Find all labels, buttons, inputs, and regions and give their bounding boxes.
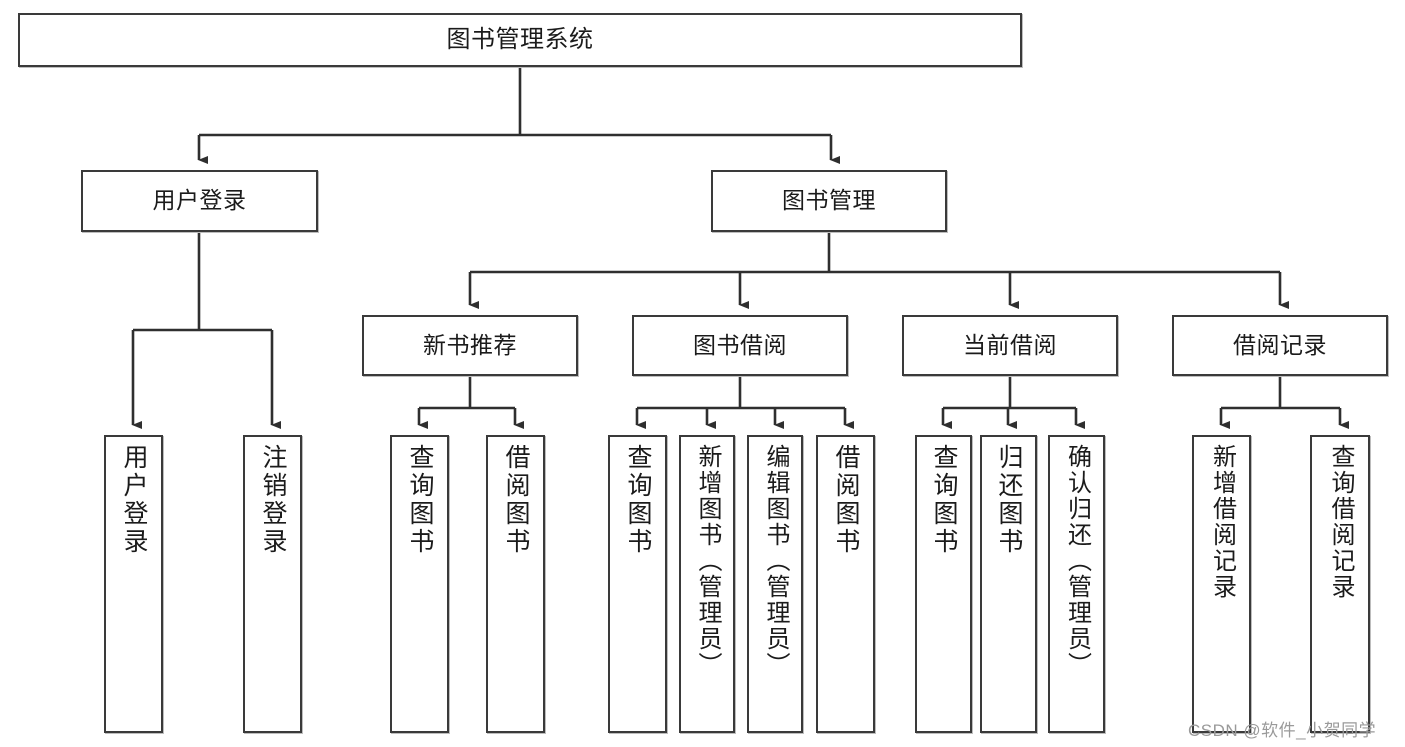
- node-leaf-confirm-return-label: 确认归还（管理员）: [1063, 444, 1091, 678]
- node-leaf-logout[interactable]: 注销登录: [243, 435, 302, 733]
- edge-newbook-to-leaves: [417, 376, 524, 429]
- node-leaf-query-book-2[interactable]: 查询图书: [608, 435, 667, 733]
- node-leaf-borrow-book-2[interactable]: 借阅图书: [816, 435, 875, 733]
- edge-bookmanage-to-level3: [468, 232, 1289, 309]
- node-leaf-return-book-label: 归还图书: [995, 444, 1023, 556]
- csdn-watermark: CSDN @软件_小贺同学: [1188, 721, 1377, 740]
- node-root-label: 图书管理系统: [446, 25, 594, 53]
- node-current-borrow-label: 当前借阅: [963, 331, 1057, 358]
- edge-currentborrow-to-leaves: [941, 376, 1085, 429]
- node-leaf-borrow-book-1[interactable]: 借阅图书: [486, 435, 545, 733]
- node-leaf-query-book-3[interactable]: 查询图书: [915, 435, 972, 733]
- edge-userlogin-to-leaves: [131, 232, 281, 429]
- node-root[interactable]: 图书管理系统: [18, 13, 1022, 67]
- node-leaf-edit-book-label: 编辑图书（管理员）: [762, 444, 789, 678]
- node-leaf-add-record-label: 新增借阅记录: [1208, 444, 1236, 600]
- node-leaf-borrow-book-2-label: 借阅图书: [832, 444, 860, 556]
- node-leaf-borrow-book-1-label: 借阅图书: [502, 444, 530, 556]
- node-current-borrow[interactable]: 当前借阅: [902, 315, 1118, 376]
- node-book-borrow-label: 图书借阅: [693, 331, 787, 358]
- node-leaf-add-record[interactable]: 新增借阅记录: [1192, 435, 1251, 733]
- node-leaf-confirm-return[interactable]: 确认归还（管理员）: [1048, 435, 1105, 733]
- node-leaf-user-login[interactable]: 用户登录: [104, 435, 163, 733]
- edge-borrowrecord-to-leaves: [1219, 376, 1349, 429]
- node-leaf-query-book-3-label: 查询图书: [930, 444, 958, 556]
- node-leaf-query-record[interactable]: 查询借阅记录: [1310, 435, 1370, 733]
- edge-bookborrow-to-leaves: [635, 376, 854, 429]
- node-new-book-recommend[interactable]: 新书推荐: [362, 315, 578, 376]
- node-leaf-edit-book[interactable]: 编辑图书（管理员）: [747, 435, 803, 733]
- node-leaf-query-book-2-label: 查询图书: [624, 444, 652, 556]
- node-new-book-recommend-label: 新书推荐: [423, 331, 517, 358]
- node-leaf-add-book-label: 新增图书（管理员）: [694, 444, 721, 678]
- node-leaf-user-login-label: 用户登录: [120, 444, 148, 556]
- node-borrow-record-label: 借阅记录: [1233, 331, 1327, 358]
- node-book-manage-label: 图书管理: [782, 187, 876, 214]
- node-leaf-return-book[interactable]: 归还图书: [980, 435, 1037, 733]
- node-book-manage[interactable]: 图书管理: [711, 170, 947, 232]
- node-book-borrow[interactable]: 图书借阅: [632, 315, 848, 376]
- node-leaf-query-book-1-label: 查询图书: [406, 444, 434, 556]
- node-leaf-add-book[interactable]: 新增图书（管理员）: [679, 435, 735, 733]
- node-leaf-logout-label: 注销登录: [259, 444, 287, 556]
- node-leaf-query-record-label: 查询借阅记录: [1327, 444, 1354, 600]
- edge-root-to-level2: [197, 67, 840, 164]
- node-user-login[interactable]: 用户登录: [81, 170, 318, 232]
- node-leaf-query-book-1[interactable]: 查询图书: [390, 435, 449, 733]
- node-user-login-label: 用户登录: [152, 187, 247, 214]
- node-borrow-record[interactable]: 借阅记录: [1172, 315, 1388, 376]
